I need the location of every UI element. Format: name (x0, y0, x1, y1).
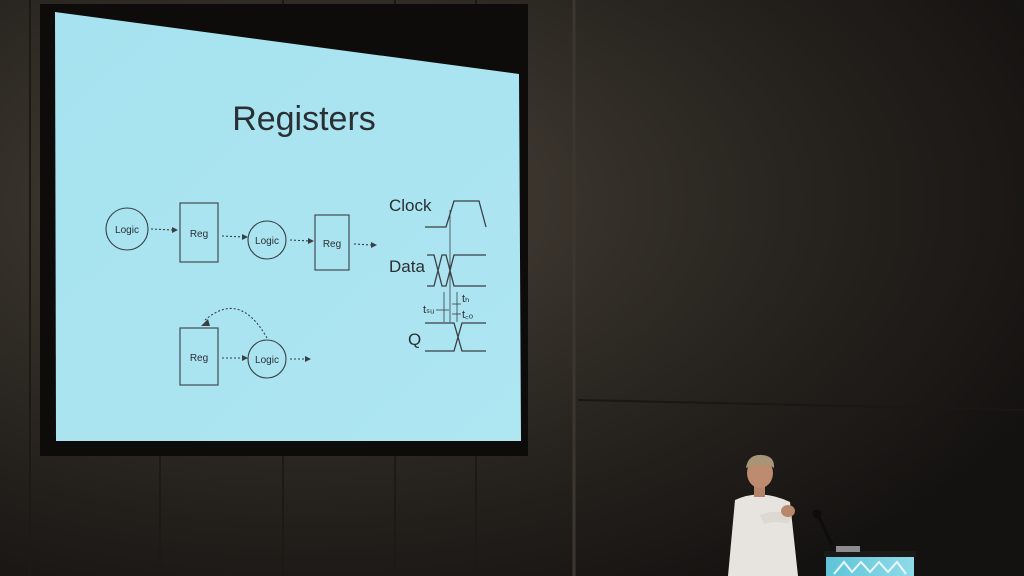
laptop (836, 546, 860, 552)
slide (55, 12, 521, 441)
arrow-head (308, 238, 314, 244)
podium (826, 556, 914, 576)
logic-label: Logic (255, 236, 279, 247)
data-waveform (427, 254, 486, 287)
arrow-head (242, 355, 248, 361)
clock-label: Clock (389, 196, 432, 215)
data-label: Data (389, 257, 425, 276)
clock-to-output-label: t꜀ₒ (462, 309, 473, 321)
speaker-hair (746, 454, 775, 468)
podium-logo-icon (833, 560, 907, 575)
register-label: Reg (190, 229, 208, 240)
speaker-neck (754, 485, 765, 497)
register-label: Reg (190, 353, 208, 364)
arrow-head (305, 356, 311, 362)
arrow-head (371, 242, 377, 248)
logic-label: Logic (115, 225, 139, 236)
timing-waveforms (425, 200, 487, 352)
logic-node (247, 220, 287, 260)
arrow-head (201, 319, 210, 326)
clock-waveform (425, 200, 487, 228)
slide-title: Registers (232, 100, 376, 138)
setup-time-label: tₛᵤ (423, 304, 434, 316)
q-label: Q (408, 330, 421, 349)
speaker-hand (781, 505, 795, 517)
q-waveform (425, 322, 486, 352)
logic-node (105, 207, 149, 251)
speaker (728, 454, 798, 576)
arrow-head (172, 227, 178, 233)
hold-time-label: tₕ (462, 293, 470, 305)
pipeline-feedback-row (179, 307, 311, 386)
microphone (812, 509, 834, 546)
logic-label: Logic (255, 355, 279, 366)
register-label: Reg (323, 239, 341, 250)
arrow-head (242, 234, 248, 240)
register-node (314, 214, 350, 271)
register-node (179, 327, 219, 386)
pipeline-top-row (105, 202, 377, 271)
timing-markers (436, 210, 461, 322)
register-node (179, 202, 219, 263)
podium-top (824, 551, 916, 557)
logic-node (247, 339, 287, 379)
